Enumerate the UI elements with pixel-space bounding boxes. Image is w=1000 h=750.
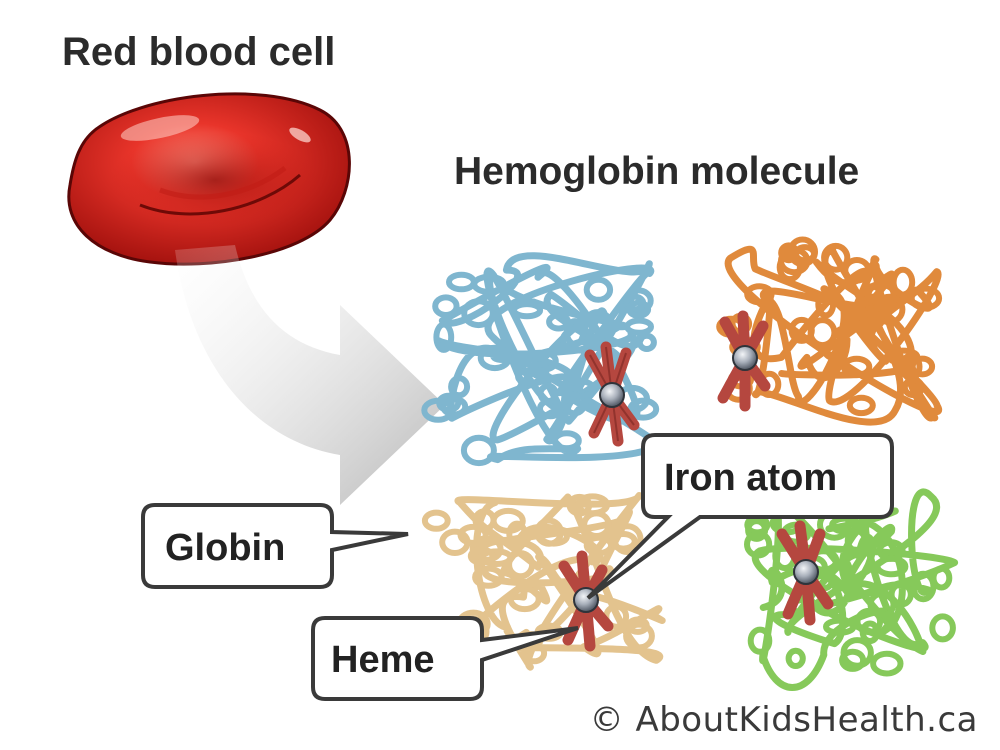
helix-loop bbox=[611, 523, 644, 555]
helix-loop bbox=[842, 257, 872, 284]
helix-loop bbox=[867, 590, 897, 619]
heme-callout: Heme bbox=[311, 616, 579, 701]
iron-atom-icon bbox=[599, 382, 625, 408]
helix-loop bbox=[747, 626, 773, 655]
hemoglobin-molecule-title: Hemoglobin molecule bbox=[454, 150, 860, 193]
globin-callout: Globin bbox=[141, 503, 409, 589]
helix-loop bbox=[863, 281, 897, 305]
helix-loop bbox=[870, 650, 904, 677]
helix-loop bbox=[467, 546, 496, 566]
helix-loop bbox=[930, 565, 953, 591]
helix-loop bbox=[785, 647, 806, 670]
helix-loop bbox=[507, 585, 542, 613]
helix-loop bbox=[854, 607, 884, 636]
red-blood-cell-title: Red blood cell bbox=[62, 30, 336, 74]
helix-loop bbox=[421, 397, 455, 423]
helix-loop bbox=[823, 617, 857, 636]
heme-label: Heme bbox=[331, 639, 435, 681]
helix-loop bbox=[581, 309, 614, 341]
helix-loop bbox=[537, 382, 559, 405]
helix-loop bbox=[506, 550, 536, 580]
helix-loop bbox=[745, 518, 769, 542]
helix-loop bbox=[744, 283, 775, 306]
helix-loop bbox=[822, 342, 845, 361]
helix-loop bbox=[421, 509, 451, 532]
helix-loop bbox=[899, 352, 923, 382]
helix-loop bbox=[627, 397, 660, 421]
helix-loop bbox=[490, 507, 526, 534]
helix-loop bbox=[909, 355, 936, 378]
helix-loop bbox=[874, 555, 909, 578]
helix-loop bbox=[583, 276, 614, 303]
globin-chain-blue bbox=[421, 252, 663, 467]
helix-loop bbox=[844, 528, 869, 554]
helix-loop bbox=[472, 565, 505, 589]
helix-loop bbox=[433, 321, 455, 353]
helix-loop bbox=[551, 430, 582, 452]
helix-loop bbox=[461, 298, 496, 329]
helix-loop bbox=[460, 434, 497, 467]
helix-loop bbox=[890, 266, 916, 298]
red-blood-cell bbox=[67, 92, 351, 266]
helix-loop bbox=[477, 344, 512, 372]
iron-atom-callout: Iron atom bbox=[586, 433, 894, 600]
helix-loop bbox=[564, 378, 597, 400]
helix-loop bbox=[626, 299, 652, 319]
helix-loop bbox=[448, 375, 471, 399]
globin-label: Globin bbox=[165, 527, 285, 569]
helix-loop bbox=[840, 355, 873, 379]
helix-loop bbox=[846, 394, 876, 417]
helix-loop bbox=[821, 242, 851, 273]
helix-loop bbox=[521, 642, 548, 665]
helix-loop bbox=[446, 271, 477, 293]
iron-atom-label: Iron atom bbox=[664, 457, 837, 499]
heme-group-blue bbox=[584, 341, 640, 447]
globin-chain-green bbox=[744, 488, 959, 692]
helix-loop bbox=[807, 317, 838, 349]
helix-loop bbox=[560, 326, 593, 354]
helix-loop bbox=[471, 273, 507, 295]
helix-loop bbox=[510, 301, 544, 320]
helix-loop bbox=[908, 285, 943, 311]
helix-loop bbox=[566, 493, 593, 517]
heme-group-orange bbox=[717, 310, 771, 412]
globin-chain-orange bbox=[716, 236, 943, 426]
helix-loop bbox=[859, 310, 885, 331]
helix-loop bbox=[563, 318, 587, 348]
heme-group-green bbox=[776, 520, 834, 626]
helix-loop bbox=[432, 294, 460, 319]
helix-loop bbox=[929, 613, 956, 643]
helix-loop bbox=[778, 246, 811, 276]
helix-loop bbox=[623, 621, 655, 651]
pointer-arrow bbox=[175, 245, 445, 505]
helix-loop bbox=[625, 616, 650, 635]
copyright-credit: © AboutKidsHealth.ca bbox=[589, 700, 978, 740]
helix-loop bbox=[744, 530, 773, 559]
iron-atom-icon bbox=[793, 559, 819, 585]
helix-loop bbox=[815, 290, 837, 319]
helix-loop bbox=[839, 648, 867, 672]
helix-loop bbox=[636, 332, 657, 352]
helix-loop bbox=[624, 317, 654, 336]
helix-loop bbox=[561, 385, 589, 417]
helix-loop bbox=[575, 493, 611, 517]
protein-strand bbox=[435, 252, 663, 464]
iron-atom-icon bbox=[732, 345, 758, 371]
helix-loop bbox=[529, 361, 550, 380]
helix-loop bbox=[534, 517, 564, 547]
protein-strand bbox=[752, 488, 959, 692]
